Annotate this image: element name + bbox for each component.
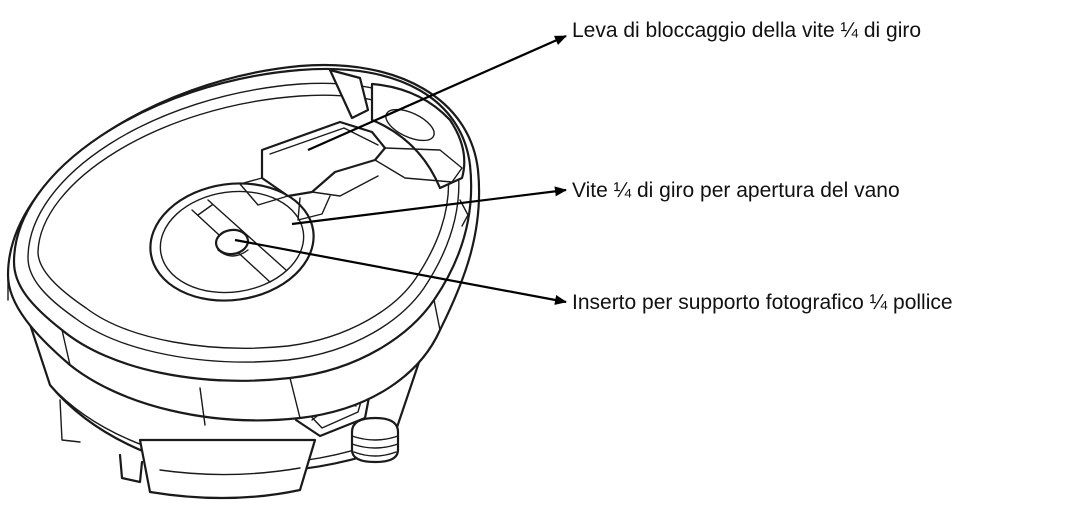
hinge-clasp [328,68,469,227]
callout-lever-label: Leva di bloccaggio della vite ¼ di giro [572,19,922,42]
arrow-lever [307,34,567,152]
screw-recess [149,182,315,302]
callout-insert-label: Inserto per supporto fotografico ¼ polli… [572,291,953,314]
locking-lever [239,120,463,221]
callout-screw-label: Vite ¼ di giro per apertura del vano [572,179,900,202]
arrow-insert [234,238,567,305]
arrow-screw [291,186,567,226]
callout-arrows [234,34,567,305]
